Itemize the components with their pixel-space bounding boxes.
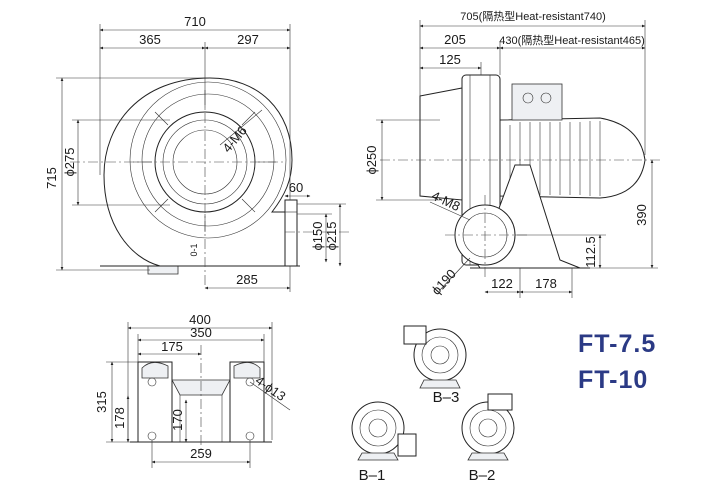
side-inlet [419,87,463,201]
dim-phi275: ϕ275 [62,148,77,177]
dim-285: 285 [236,272,258,287]
dim-178-base: 178 [112,407,127,429]
front-view: 710 365 297 715 ϕ275 4-M6 60 ϕ150 ϕ215 2… [44,14,350,292]
dim-400: 400 [189,312,211,327]
model-line-2: FT-10 [578,366,648,394]
dim-phi190: ϕ190 [428,266,459,298]
label-b1: B–1 [359,467,386,484]
dim-259: 259 [190,446,212,461]
dim-175: 175 [161,339,183,354]
dim-205: 205 [444,32,466,47]
side-view: 705(隔热型Heat-resistant740) 430(隔热型Heat-re… [364,9,660,298]
dim-315: 315 [94,391,109,413]
front-base [147,265,179,275]
dim-710: 710 [184,14,206,29]
orientation-b1: B–1 [351,401,417,484]
dim-60: 60 [289,180,303,195]
dim-390: 390 [634,204,649,226]
dim-phi215: ϕ215 [324,222,339,251]
dim-365: 365 [139,32,161,47]
dim-715: 715 [44,167,59,189]
base-view: 400 350 175 315 178 170 4-ϕ13 259 [94,312,291,468]
dim-350: 350 [190,325,212,340]
front-housing-ring-2 [141,93,275,227]
orientation-b2: B–2 [461,393,515,484]
dim-112-5: 112.5 [583,236,598,268]
side-motor [499,117,646,199]
front-outlet-flange [284,199,298,267]
side-terminal-box [511,83,563,121]
dim-178-side: 178 [535,276,557,291]
dim-phi250: ϕ250 [364,146,379,175]
label-b2: B–2 [469,467,496,484]
dim-297: 297 [237,32,259,47]
dim-430: 430(隔热型Heat-resistant465) [499,33,645,47]
dim-705: 705(隔热型Heat-resistant740) [460,9,606,23]
orientation-b3: B–3 [403,325,467,406]
front-housing-ring [129,81,287,239]
dim-phi150: ϕ150 [310,222,325,251]
dim-122: 122 [491,276,513,291]
front-arrow-label: 0-1 [189,243,199,256]
label-b3: B–3 [433,389,460,406]
dim-125: 125 [439,52,461,67]
model-line-1: FT-7.5 [578,330,656,358]
dim-170: 170 [170,409,185,431]
